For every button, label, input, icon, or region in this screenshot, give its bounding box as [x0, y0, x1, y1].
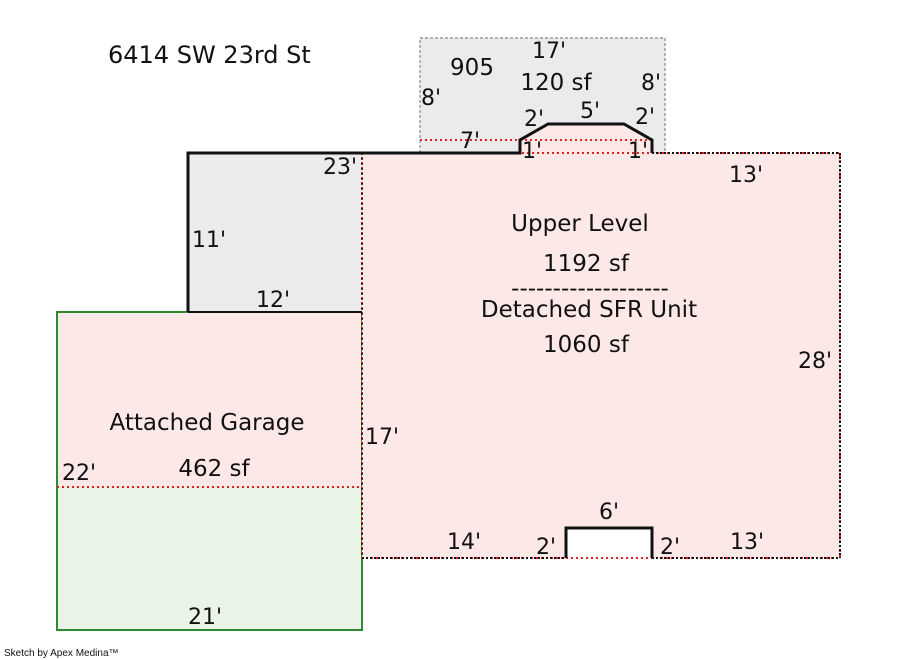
dim-living-top-left: 23': [323, 155, 357, 180]
dim-notch-left: 2': [536, 535, 556, 560]
dim-deck-right: 8': [641, 71, 661, 96]
upper-wall-line: [186, 122, 654, 312]
garage-area: 462 sf: [178, 456, 250, 482]
dim-deck-left: 8': [421, 86, 441, 111]
dim-bay-top: 5': [580, 99, 600, 124]
upper-level-area: 1192 sf: [543, 251, 630, 277]
dim-bay-left-step: 1': [522, 139, 542, 164]
label-divider: -------------------: [511, 276, 669, 302]
dim-bay-left-diag: 2': [524, 107, 544, 132]
dim-garage-bottom: 21': [188, 605, 222, 630]
upper-level-label: Upper Level: [511, 211, 649, 237]
dim-living-top-right: 13': [729, 163, 763, 188]
garage-upper-area: [57, 312, 362, 487]
dim-notch-top: 6': [599, 500, 619, 525]
deck-code: 905: [450, 55, 494, 81]
dim-porch-left: 11': [192, 228, 226, 253]
sketch-credit: Sketch by Apex Medina™: [4, 648, 119, 659]
dim-garage-right: 17': [365, 425, 399, 450]
dim-notch-right: 2': [660, 535, 680, 560]
unit-label: Detached SFR Unit: [481, 297, 697, 323]
dim-porch-bottom: 12': [256, 288, 290, 313]
garage-label: Attached Garage: [110, 410, 305, 436]
deck-area-label: 120 sf: [520, 70, 592, 96]
dim-deck-top: 17': [532, 39, 566, 64]
dim-top-left-run: 7': [460, 129, 480, 154]
bottom-notch-wall: [564, 526, 654, 558]
living-area: [362, 124, 840, 558]
dim-living-right: 28': [798, 349, 832, 374]
dim-living-bottom-right: 13': [730, 530, 764, 555]
dim-bay-right-diag: 2': [635, 105, 655, 130]
dim-bay-right-step: 1': [628, 139, 648, 164]
property-address: 6414 SW 23rd St: [108, 41, 311, 69]
covered-porch-area: [188, 153, 363, 312]
garage-lower-area: [57, 487, 362, 630]
unit-area: 1060 sf: [543, 332, 630, 358]
dim-living-bottom-left: 14': [447, 530, 481, 555]
dim-garage-left: 22': [62, 461, 96, 486]
